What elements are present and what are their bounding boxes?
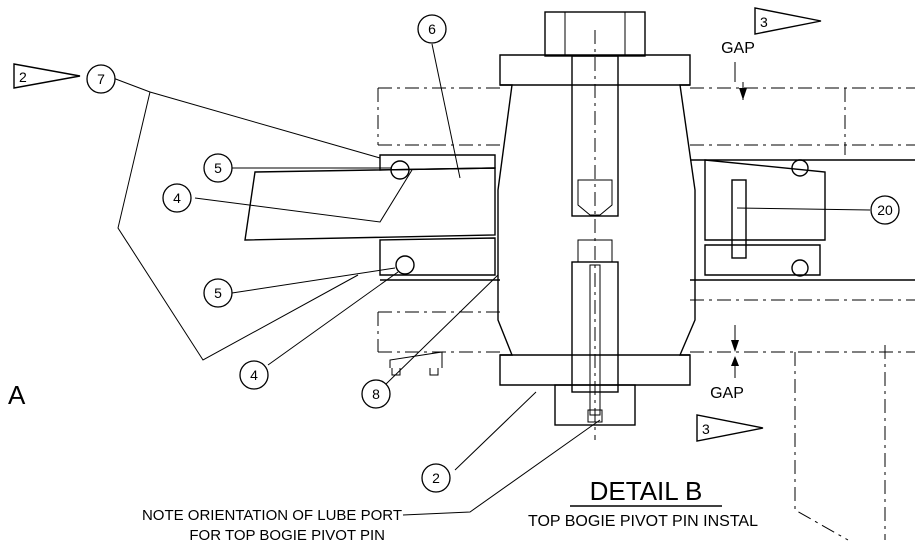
balloon-20: 20 <box>870 195 900 225</box>
balloon-5-upper-text: 5 <box>214 160 222 176</box>
gap-markers <box>731 62 747 378</box>
gap-label-top: GAP <box>721 40 755 57</box>
balloon-7-text: 7 <box>97 71 105 87</box>
section-edge-label: A <box>8 380 26 410</box>
phantom-outlines <box>377 87 915 541</box>
pivot-pin <box>497 11 696 440</box>
clips <box>389 351 443 376</box>
balloon-4-lower-text: 4 <box>250 367 258 383</box>
balloon-2-text: 2 <box>432 470 440 486</box>
balloon-4-upper: 4 <box>162 183 192 213</box>
flag-3-top: 3 <box>754 7 822 35</box>
balloon-6-text: 6 <box>428 21 436 37</box>
balloon-4-upper-text: 4 <box>173 190 181 206</box>
gap-label-bottom: GAP <box>710 385 744 402</box>
left-arm <box>244 154 500 281</box>
balloon-20-text: 20 <box>877 202 893 218</box>
detail-title: DETAIL B <box>590 476 703 506</box>
balloon-8: 8 <box>361 379 391 409</box>
balloon-2: 2 <box>421 463 451 493</box>
balloon-6: 6 <box>417 14 447 44</box>
lube-port-note-line2: FOR TOP BOGIE PIVOT PIN <box>189 527 385 544</box>
right-block <box>690 159 915 281</box>
flag-2: 2 <box>13 63 81 89</box>
balloon-4-lower: 4 <box>239 360 269 390</box>
balloon-5-upper: 5 <box>203 153 233 183</box>
lube-port-note-line1: NOTE ORIENTATION OF LUBE PORT <box>142 507 402 524</box>
flag-3-bottom-text: 3 <box>702 421 710 437</box>
flag-3-top-text: 3 <box>760 14 768 30</box>
leader-lines <box>112 43 871 516</box>
balloon-5-lower-text: 5 <box>214 285 222 301</box>
flag-3-bottom: 3 <box>696 414 764 442</box>
flag-2-text: 2 <box>19 69 27 85</box>
balloon-7: 7 <box>86 64 116 94</box>
balloon-8-text: 8 <box>372 386 380 402</box>
balloon-5-lower: 5 <box>203 278 233 308</box>
detail-subtitle: TOP BOGIE PIVOT PIN INSTAL <box>528 513 758 530</box>
